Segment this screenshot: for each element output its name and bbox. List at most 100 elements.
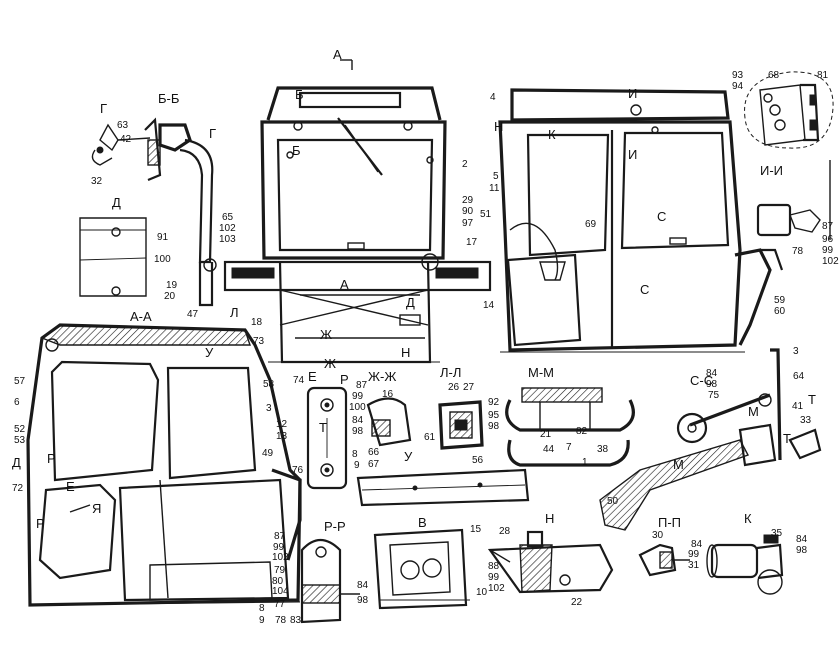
part-number: 32 <box>91 176 103 187</box>
part-number: 26 <box>448 382 460 393</box>
part-number: 99 <box>273 542 285 553</box>
section-label: Б <box>295 87 304 102</box>
part-number: 7 <box>566 442 572 453</box>
part-number: 98 <box>796 545 808 556</box>
part-number: 12 <box>276 419 288 430</box>
section-label: М-М <box>528 365 554 380</box>
section-label: Р <box>340 372 349 387</box>
part-number: 53 <box>14 435 26 446</box>
section-label: Р <box>47 451 56 466</box>
part-number: 84 <box>357 580 369 591</box>
section-label: Б <box>292 143 301 158</box>
part-number: 99 <box>488 572 500 583</box>
section-label: Н <box>494 119 504 134</box>
section-label: Б-Б <box>158 91 180 106</box>
part-number: 67 <box>368 459 380 470</box>
part-number: 35 <box>771 528 783 539</box>
section-label: Д <box>406 295 415 310</box>
part-number: 84 <box>352 415 364 426</box>
part-number: 82 <box>576 426 588 437</box>
part-number: 90 <box>462 206 474 217</box>
part-number: 99 <box>688 549 700 560</box>
part-number: 78 <box>275 615 287 626</box>
part-number: 50 <box>607 496 619 507</box>
part-number: 19 <box>166 280 178 291</box>
section-V-plate <box>373 528 470 610</box>
part-number: 98 <box>352 426 364 437</box>
section-P-P <box>638 543 690 577</box>
part-number: 88 <box>488 561 500 572</box>
part-number: 58 <box>263 379 275 390</box>
section-M-M <box>505 387 635 467</box>
part-number: 57 <box>14 376 26 387</box>
part-number: 64 <box>793 371 805 382</box>
section-label: Р <box>36 516 45 531</box>
section-label: Г <box>100 101 108 116</box>
part-number: 49 <box>262 448 274 459</box>
section-label: А <box>340 277 349 292</box>
part-number: 13 <box>276 431 288 442</box>
part-number: 68 <box>768 70 780 81</box>
part-number: 84 <box>796 534 808 545</box>
part-number: 98 <box>706 379 718 390</box>
section-label: У <box>404 449 413 464</box>
part-number: 75 <box>708 390 720 401</box>
part-number: 103 <box>219 234 236 245</box>
part-number: 51 <box>480 209 492 220</box>
part-number: 76 <box>292 465 304 476</box>
part-number: 99 <box>822 245 834 256</box>
part-number: 72 <box>12 483 24 494</box>
part-number: 6 <box>14 397 20 408</box>
part-number: 18 <box>251 317 263 328</box>
part-number: 2 <box>462 159 468 170</box>
part-number: 60 <box>774 306 786 317</box>
section-label: Ж <box>320 327 333 342</box>
part-number: 87 <box>356 380 368 391</box>
part-number: 63 <box>117 120 129 131</box>
section-K-cylinder <box>706 534 784 595</box>
section-label: Т <box>783 431 791 446</box>
section-label: В <box>418 515 427 530</box>
part-number: 100 <box>154 254 171 265</box>
part-number: 66 <box>368 447 380 458</box>
section-label: М <box>748 404 759 419</box>
part-number: 96 <box>822 234 834 245</box>
part-number: 83 <box>290 615 302 626</box>
part-number: 59 <box>774 295 786 306</box>
section-N-latch <box>487 530 614 594</box>
part-number: 8 <box>352 449 358 460</box>
part-number: 81 <box>817 70 829 81</box>
section-label: Е <box>66 479 75 494</box>
part-number: 61 <box>424 432 436 443</box>
part-number: 78 <box>792 246 804 257</box>
part-number: 47 <box>187 309 199 320</box>
part-number: 52 <box>14 424 26 435</box>
part-number: 87 <box>822 221 834 232</box>
part-number: 94 <box>732 81 744 92</box>
section-label: Т <box>319 420 327 435</box>
part-number: 99 <box>352 391 364 402</box>
section-label: Н <box>401 345 411 360</box>
part-number: 74 <box>293 375 305 386</box>
part-number: 9 <box>354 460 360 471</box>
part-number: 1 <box>582 457 588 468</box>
section-label: У <box>205 345 214 360</box>
section-label: Р-Р <box>324 519 346 534</box>
section-label: М <box>673 457 684 472</box>
section-label: А <box>333 47 342 62</box>
part-number: 91 <box>157 232 169 243</box>
part-number: 87 <box>274 531 286 542</box>
part-number: 102 <box>219 223 236 234</box>
section-label: Е <box>308 369 317 384</box>
part-number: 30 <box>652 530 664 541</box>
section-label: С <box>657 209 667 224</box>
section-U-bar <box>356 468 530 507</box>
section-L-L <box>438 400 484 450</box>
part-number: 15 <box>470 524 482 535</box>
part-number: 28 <box>499 526 511 537</box>
section-label: Д <box>12 455 21 470</box>
part-number: 27 <box>463 382 475 393</box>
part-number: 79 <box>274 565 286 576</box>
part-number: 22 <box>571 597 583 608</box>
